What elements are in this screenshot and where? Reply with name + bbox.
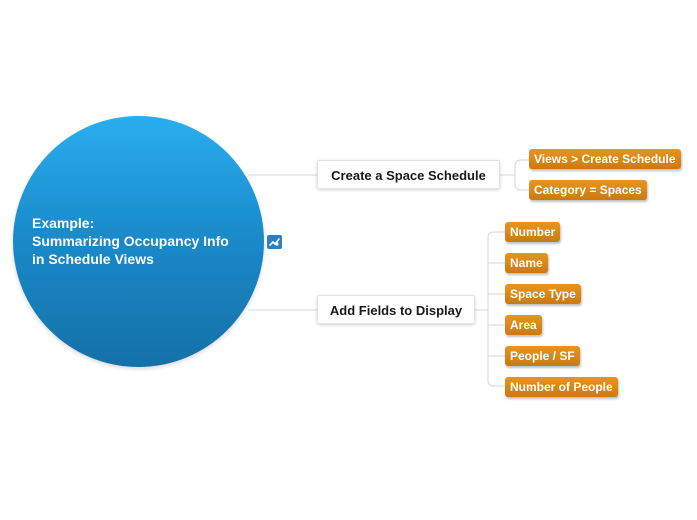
main-topic-create-space-schedule[interactable]: Create a Space Schedule [317,160,500,189]
subtopic-area[interactable]: Area [505,315,542,335]
central-topic-line-1: Example: [32,215,95,231]
subtopic-people-per-sf[interactable]: People / SF [505,346,580,366]
note-attachment-icon[interactable] [267,235,282,249]
connector-branch-1-children [500,159,529,191]
subtopic-number-of-people[interactable]: Number of People [505,377,618,397]
central-topic-line-3: in Schedule Views [32,251,154,267]
subtopic-views-create-schedule[interactable]: Views > Create Schedule [529,149,681,169]
subtopic-category-spaces[interactable]: Category = Spaces [529,180,647,200]
central-topic-label: Example: Summarizing Occupancy Info in S… [32,214,257,268]
central-topic-line-2: Summarizing Occupancy Info [32,233,229,249]
subtopic-space-type[interactable]: Space Type [505,284,581,304]
central-topic-circle[interactable] [13,116,264,367]
subtopic-name[interactable]: Name [505,253,548,273]
subtopic-number[interactable]: Number [505,222,561,242]
main-topic-add-fields-to-display[interactable]: Add Fields to Display [317,295,475,324]
connector-branch-2-children [475,231,505,387]
